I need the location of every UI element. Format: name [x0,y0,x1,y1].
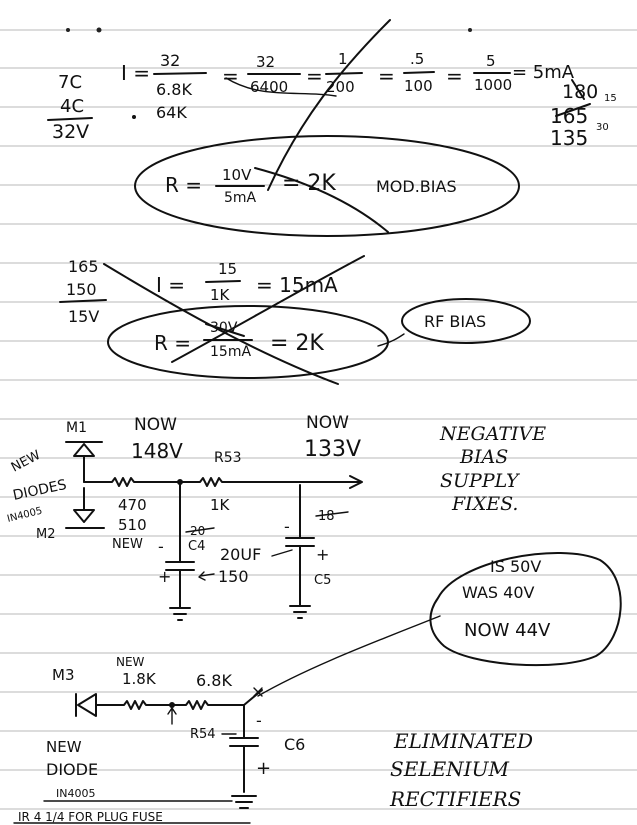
fix-note-3: SUPPLY [440,470,521,492]
c2-r68k: 6.8K [196,671,232,690]
mod-bias-oval [134,135,520,237]
calc1-eq-i: I = [121,61,150,85]
c1-plus1: + [158,567,171,586]
c1-new-2: DIODES [12,477,69,504]
calc1-l3: 32V [52,121,89,143]
calc1-frac2-num: 32 [256,53,275,71]
calc1-frac5-den: 1000 [474,76,512,94]
rf-bias-label-oval [401,298,531,344]
c2-plug-note: IR 4 1/4 FOR PLUG FUSE [18,810,163,824]
c1-now2: NOW [306,413,349,433]
c1-minus1: - [158,537,164,556]
calc2-l3: 15V [68,307,99,326]
calc1-frac2-den: 6400 [250,78,288,96]
fix-note-2: BIAS [459,446,508,468]
calc1-frac4-num: .5 [410,50,424,68]
elim-note-1: ELIMINATED [393,729,533,753]
calc1-r-num: 10V [222,166,252,184]
c1-plus2: + [316,545,329,564]
calc2-eq-i: I = [156,273,185,297]
fix-note-1: NEGATIVE [439,423,546,445]
calc1-r-eq: R = [165,173,202,197]
calc1-frac4-den: 100 [404,77,433,95]
calc2-r-result: = 2K [270,331,324,356]
c2-new-diode-1: NEW [46,738,82,756]
calc1-r-result: = 2K [282,171,336,196]
calc2-r-den: 15mA [210,344,251,360]
volt-was2: WAS 40V [462,583,534,602]
c1-new-3: IN4005 [6,506,43,525]
c1-new-1: NEW [9,448,43,476]
calc1-result: = 5mA [512,62,575,83]
calc2-i-num: 15 [218,260,237,278]
c1-m1: M1 [66,420,87,436]
c2-m3: M3 [52,666,75,684]
calc1-r-den: 5mA [224,190,257,206]
calc1-l1: 7C [58,72,82,93]
volt-was1: IS 50V [490,557,541,576]
elim-note-2: SELENIUM [390,757,509,781]
c2-r18k: 1.8K [122,670,157,688]
c1-cap-val1: 20UF [220,545,261,564]
c1-c5-val: 18 [318,509,335,524]
c1-c4: C4 [188,539,205,554]
calc1-note-64k: 64K [156,103,187,122]
c1-cap-val2: 150 [218,567,249,586]
c1-r470: 470 [118,496,147,514]
calc2-i-den: 1K [210,286,231,304]
negative-bias-circuit: M1 NOW 148V NOW 133V R53 M2 NEW DIODES I… [6,413,546,621]
calc1-frac1-den: 6.8K [156,80,192,99]
calc1-r-note: MOD.BIAS [376,177,457,196]
calc2-l1: 165 [68,257,99,276]
c2-new-r: NEW [116,655,145,669]
c2-new-diode-3: IN4005 [56,787,95,800]
selenium-replacement-circuit: M3 NEW 1.8K 6.8K R54 - + C6 NEW DIODE IN… [13,655,533,824]
c1-m2: M2 [36,527,56,542]
c1-now1: NOW [134,415,177,435]
c1-minus2: - [284,517,290,536]
fix-note-4: FIXES. [451,493,518,515]
c1-c5: C5 [314,573,331,588]
c2-c6: C6 [284,735,305,754]
c2-new-diode-2: DIODE [46,760,98,779]
c1-r53: R53 [214,450,242,466]
calc2-r-note: RF BIAS [424,312,486,331]
svg-text:=: = [446,64,463,88]
calc1-current-equation: 7C 4C 32V I = 32 6.8K 64K = 32 6400 = 1 … [47,19,617,237]
calc2-rf-bias: 165 150 15V I = 15 1K = 15mA R = 30V 15m… [59,255,531,385]
ruled-lines [0,27,637,810]
c2-minus: - [256,711,262,730]
calc1-side3-sup: 30 [596,122,609,133]
c2-r54: R54 [190,727,216,742]
svg-text:=: = [306,64,323,88]
voltage-bubble: IS 50V WAS 40V NOW 44V [257,552,622,697]
c1-v2: 133V [304,437,361,462]
elim-note-3: RECTIFIERS [389,787,521,811]
calc1-side2-sup: 15 [604,93,617,104]
calc1-side3: 135 [550,126,588,150]
volt-now: NOW 44V [464,620,551,641]
c1-v1: 148V [131,439,183,463]
c1-new: NEW [112,537,143,552]
strike-line [267,19,391,191]
svg-text:=: = [222,64,239,88]
calc1-frac1-num: 32 [160,51,180,70]
calc1-frac3-num: 1 [338,50,348,68]
calc2-l2: 150 [66,280,97,299]
calc2-r-eq: R = [154,331,191,355]
c2-plus: + [256,758,271,779]
c1-r1k: 1K [210,496,231,514]
calc1-l2: 4C [60,96,84,117]
svg-text:=: = [378,64,395,88]
rf-bias-oval [107,305,389,379]
c1-r510: 510 [118,516,147,534]
calc1-frac5-num: 5 [486,52,496,70]
